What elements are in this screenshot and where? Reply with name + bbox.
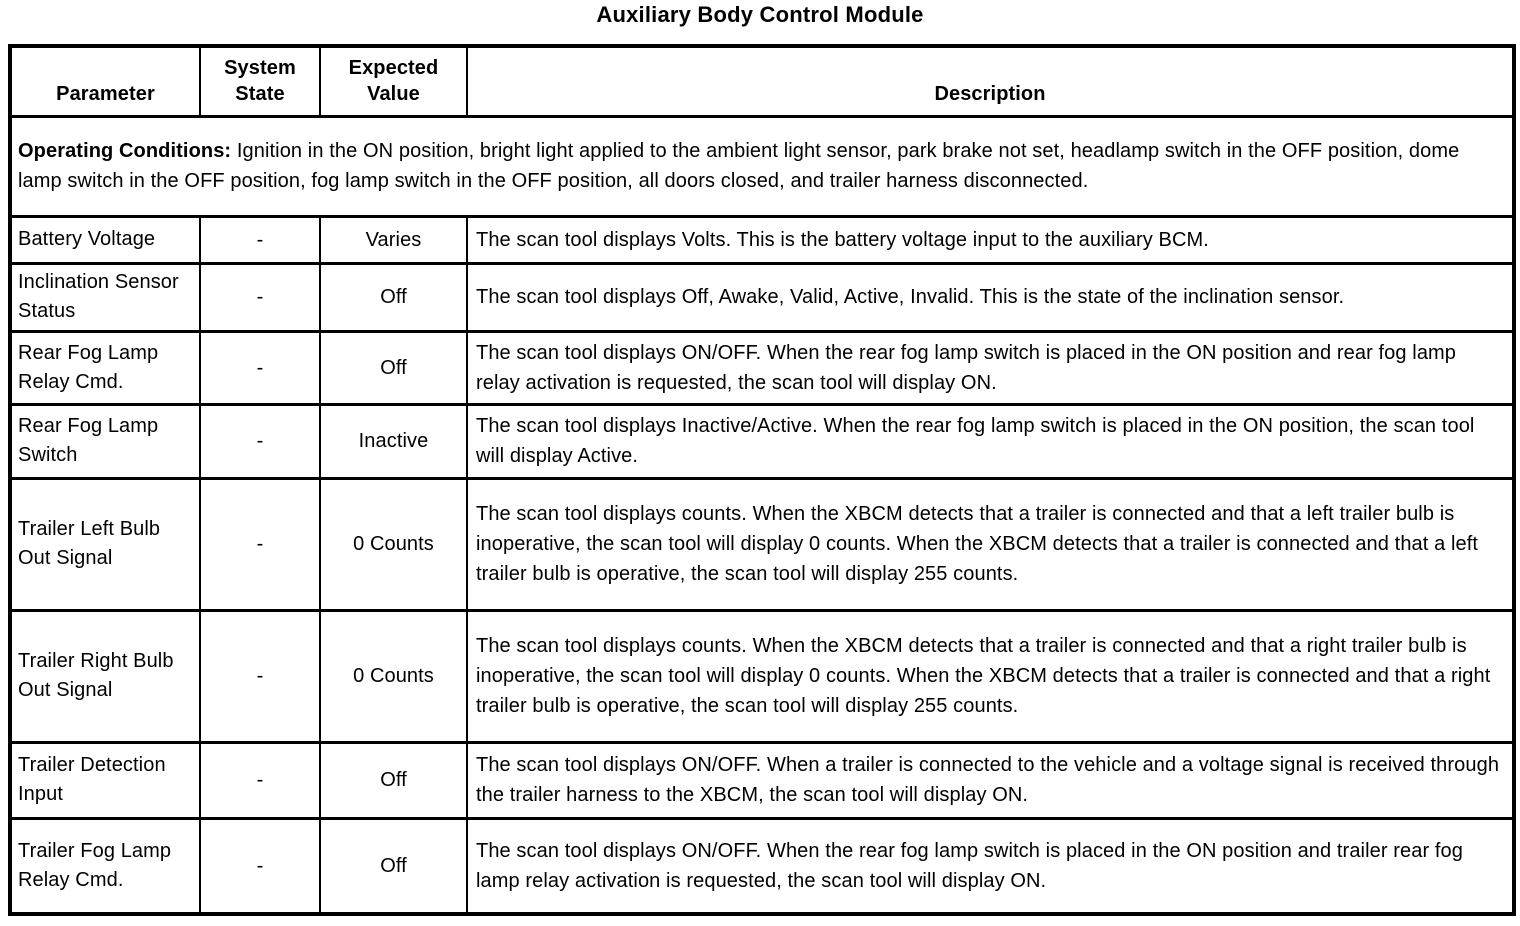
expected-value-cell: 0 Counts: [319, 476, 468, 612]
system-state-cell: -: [199, 261, 321, 333]
system-state-cell: -: [199, 214, 321, 265]
expected-value-cell: Off: [319, 816, 468, 916]
column-header-system-state: System State: [199, 44, 321, 118]
description-cell: The scan tool displays counts. When the …: [466, 476, 1515, 612]
description-cell: The scan tool displays ON/OFF. When the …: [466, 329, 1515, 406]
description-cell: The scan tool displays Inactive/Active. …: [466, 402, 1515, 480]
column-header-parameter: Parameter: [9, 44, 201, 118]
table-row: Rear Fog Lamp Switch - Inactive The scan…: [9, 402, 1515, 480]
table-row: Trailer Left Bulb Out Signal - 0 Counts …: [9, 476, 1515, 612]
operating-conditions-text: Ignition in the ON position, bright ligh…: [18, 140, 1460, 192]
system-state-cell: -: [199, 740, 321, 820]
parameter-cell: Trailer Right Bulb Out Signal: [9, 608, 201, 744]
expected-value-cell: Varies: [319, 214, 468, 265]
operating-conditions-label: Operating Conditions:: [18, 140, 232, 162]
expected-value-cell: Off: [319, 740, 468, 820]
description-cell: The scan tool displays Off, Awake, Valid…: [466, 261, 1515, 333]
column-header-description: Description: [466, 44, 1515, 118]
table-row: Trailer Detection Input - Off The scan t…: [9, 740, 1515, 820]
parameter-table: Parameter System State Expected Value De…: [8, 44, 1516, 916]
column-header-expected-value: Expected Value: [319, 44, 468, 118]
expected-value-cell: Off: [319, 329, 468, 406]
description-cell: The scan tool displays Volts. This is th…: [466, 214, 1515, 265]
expected-value-cell: 0 Counts: [319, 608, 468, 744]
parameter-cell: Rear Fog Lamp Switch: [9, 402, 201, 480]
parameter-cell: Trailer Left Bulb Out Signal: [9, 476, 201, 612]
operating-conditions-row: Operating Conditions: Ignition in the ON…: [9, 114, 1515, 218]
parameter-cell: Rear Fog Lamp Relay Cmd.: [9, 329, 201, 406]
description-cell: The scan tool displays ON/OFF. When a tr…: [466, 740, 1515, 820]
table-row: Trailer Right Bulb Out Signal - 0 Counts…: [9, 608, 1515, 744]
table-row: Trailer Fog Lamp Relay Cmd. - Off The sc…: [9, 816, 1515, 916]
expected-value-cell: Off: [319, 261, 468, 333]
description-cell: The scan tool displays counts. When the …: [466, 608, 1515, 744]
system-state-cell: -: [199, 329, 321, 406]
parameter-cell: Trailer Fog Lamp Relay Cmd.: [9, 816, 201, 916]
parameter-cell: Trailer Detection Input: [9, 740, 201, 820]
operating-conditions-cell: Operating Conditions: Ignition in the ON…: [9, 114, 1515, 218]
page-title: Auxiliary Body Control Module: [596, 2, 924, 27]
table-row: Battery Voltage - Varies The scan tool d…: [9, 214, 1515, 265]
system-state-cell: -: [199, 608, 321, 744]
system-state-cell: -: [199, 816, 321, 916]
system-state-cell: -: [199, 402, 321, 480]
expected-value-cell: Inactive: [319, 402, 468, 480]
system-state-cell: -: [199, 476, 321, 612]
parameter-cell: Battery Voltage: [9, 214, 201, 265]
description-cell: The scan tool displays ON/OFF. When the …: [466, 816, 1515, 916]
parameter-cell: Inclination Sensor Status: [9, 261, 201, 333]
table-row: Rear Fog Lamp Relay Cmd. - Off The scan …: [9, 329, 1515, 406]
table-header-row: Parameter System State Expected Value De…: [9, 44, 1515, 118]
table-row: Inclination Sensor Status - Off The scan…: [9, 261, 1515, 333]
